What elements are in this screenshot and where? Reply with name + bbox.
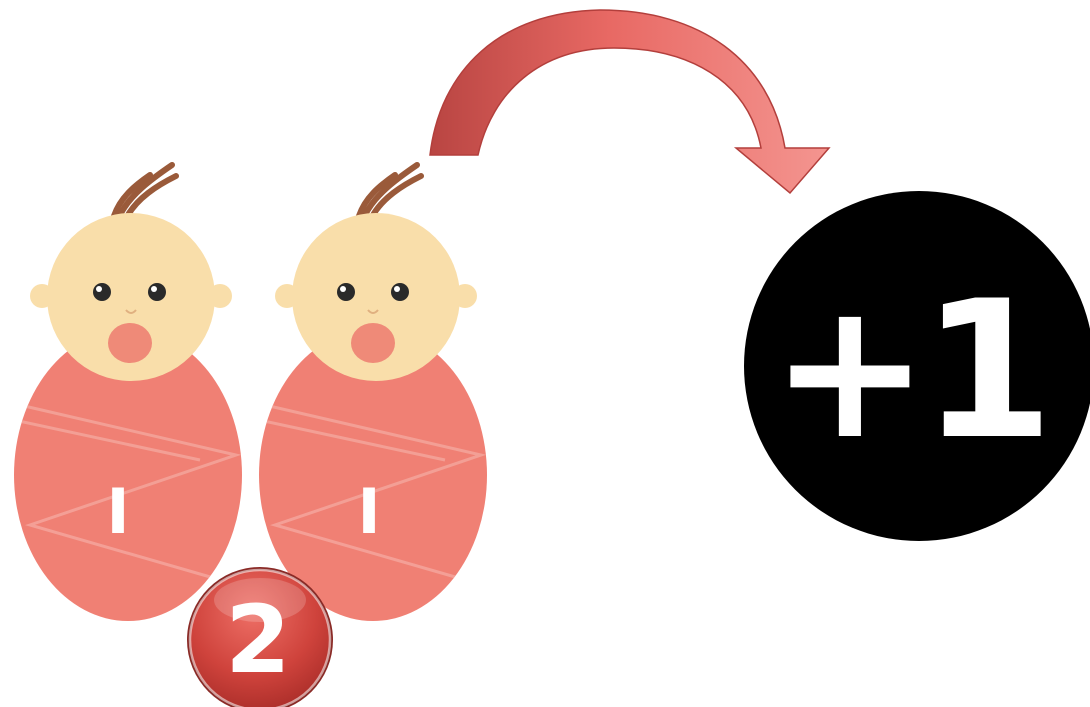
count-badge-label: 2 <box>225 586 290 695</box>
baby-left-hair <box>114 165 176 216</box>
result-badge: +1 <box>744 191 1090 541</box>
baby-left-eye-right <box>148 283 166 301</box>
baby-left-head <box>30 213 232 381</box>
baby-right-hair <box>359 165 421 216</box>
baby-right-eye-right <box>391 283 409 301</box>
baby-right: I <box>259 165 487 621</box>
result-badge-label: +1 <box>770 260 1045 481</box>
baby-left: I <box>14 165 242 621</box>
baby-right-mouth <box>351 323 395 363</box>
curved-arrow-icon <box>430 10 829 193</box>
baby-left-mouth <box>108 323 152 363</box>
count-badge: 2 <box>187 567 333 707</box>
baby-right-head <box>275 213 477 381</box>
baby-right-label: I <box>357 475 380 548</box>
baby-left-eye-left <box>93 283 111 301</box>
baby-right-eye-left <box>337 283 355 301</box>
baby-left-label: I <box>106 475 129 548</box>
